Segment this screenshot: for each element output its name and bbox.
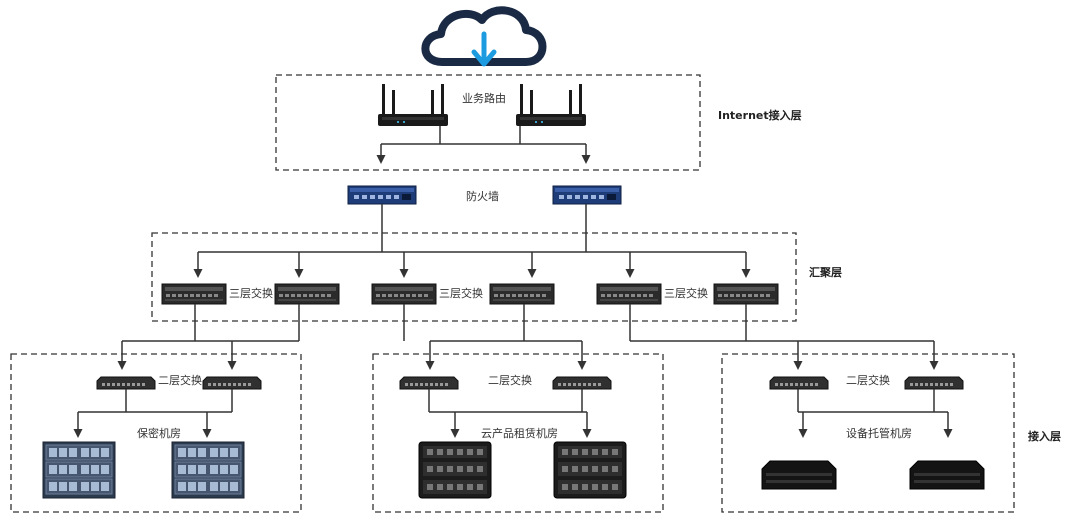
l2-switch-icon	[202, 376, 262, 390]
server-chassis-icon	[553, 441, 627, 499]
server-rack-icon	[171, 441, 245, 499]
l2-switch-icon	[904, 376, 964, 390]
router-icon	[516, 84, 586, 126]
router-icon	[378, 84, 448, 126]
room-label-hosting: 设备托管机房	[846, 426, 912, 440]
layer-label-access: 接入层	[1028, 429, 1061, 443]
l3-switch-icon	[596, 283, 662, 305]
access-box-secure	[10, 353, 302, 513]
l3-switch-label: 三层交换	[439, 286, 483, 300]
firewall-label: 防火墙	[466, 189, 499, 203]
l3-switch-icon	[489, 283, 555, 305]
layer-label-internet: Internet接入层	[718, 108, 802, 122]
firewall-icon	[552, 185, 622, 205]
l2-switch-label: 二层交换	[158, 373, 202, 387]
l2-switch-icon	[552, 376, 612, 390]
firewall-icon	[347, 185, 417, 205]
rack-server-icon	[909, 460, 985, 490]
layer-label-aggregation: 汇聚层	[809, 266, 842, 279]
access-box-hosting	[721, 353, 1015, 513]
aggregation-layer-box	[151, 232, 797, 322]
server-chassis-icon	[418, 441, 492, 499]
l3-switch-icon	[713, 283, 779, 305]
router-label: 业务路由	[462, 91, 506, 105]
room-label-cloud: 云产品租赁机房	[481, 426, 558, 440]
access-box-cloud	[372, 353, 664, 513]
cloud-download-icon	[421, 6, 547, 67]
l2-switch-icon	[769, 376, 829, 390]
room-label-secure: 保密机房	[137, 426, 181, 440]
l2-switch-label: 二层交换	[846, 373, 890, 387]
l2-switch-label: 二层交换	[488, 373, 532, 387]
rack-server-icon	[761, 460, 837, 490]
l3-switch-icon	[371, 283, 437, 305]
l2-switch-icon	[399, 376, 459, 390]
internet-layer-box	[275, 74, 701, 171]
l2-switch-icon	[96, 376, 156, 390]
l3-switch-label: 三层交换	[664, 286, 708, 300]
l3-switch-icon	[161, 283, 227, 305]
server-rack-icon	[42, 441, 116, 499]
l3-switch-icon	[274, 283, 340, 305]
l3-switch-label: 三层交换	[229, 286, 273, 300]
